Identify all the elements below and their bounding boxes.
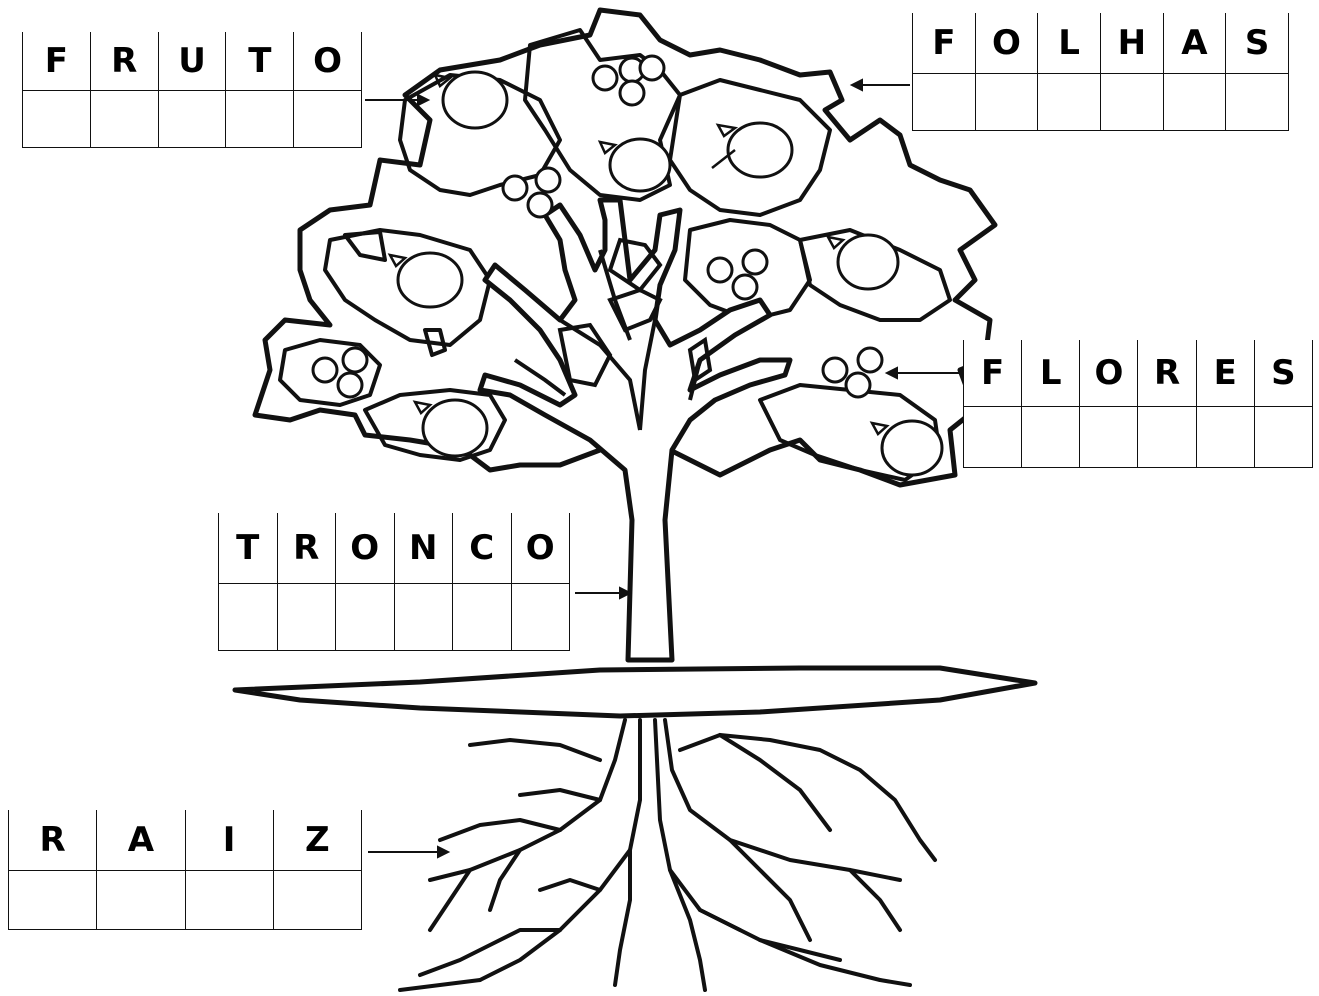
folhas-letter: L	[1038, 13, 1101, 73]
flores-letter: R	[1138, 340, 1196, 406]
raiz-answer-cell[interactable]	[185, 870, 273, 930]
flores-letter: O	[1080, 340, 1138, 406]
tronco-letter: T	[219, 513, 278, 583]
flores-letter: F	[964, 340, 1022, 406]
raiz-letter: R	[9, 810, 97, 870]
folhas-letter: O	[975, 13, 1038, 73]
raiz-letter: Z	[273, 810, 361, 870]
tronco-answer-cell[interactable]	[511, 583, 570, 651]
tronco-answer-cell[interactable]	[394, 583, 453, 651]
folhas-answer-cell[interactable]	[1226, 73, 1289, 131]
tronco-letter: R	[277, 513, 336, 583]
raiz-answer-cell[interactable]	[97, 870, 185, 930]
fruto-answer-cell[interactable]	[294, 90, 362, 148]
tronco-answer-cell[interactable]	[219, 583, 278, 651]
flores-answer-cell[interactable]	[1080, 406, 1138, 468]
folhas-answer-cell[interactable]	[1163, 73, 1226, 131]
raiz-letter: I	[185, 810, 273, 870]
folhas-answer-cell[interactable]	[913, 73, 976, 131]
flores-letter: L	[1022, 340, 1080, 406]
fruto-answer-cell[interactable]	[158, 90, 226, 148]
tronco-letter: O	[336, 513, 395, 583]
fruto-letter: F	[23, 32, 91, 90]
raiz-answer-cell[interactable]	[9, 870, 97, 930]
flores-answer-cell[interactable]	[1254, 406, 1312, 468]
fruto-letter: O	[294, 32, 362, 90]
folhas-letter: F	[913, 13, 976, 73]
flores-letter: S	[1254, 340, 1312, 406]
fruto-answer-cell[interactable]	[23, 90, 91, 148]
raiz-answer-cell[interactable]	[273, 870, 361, 930]
ground	[235, 668, 1035, 716]
flores-letter: E	[1196, 340, 1254, 406]
flores-answer-cell[interactable]	[1138, 406, 1196, 468]
fruto-letter: U	[158, 32, 226, 90]
tronco-label-box: T R O N C O	[218, 513, 570, 651]
tronco-answer-cell[interactable]	[336, 583, 395, 651]
tronco-letter: N	[394, 513, 453, 583]
fruto-label-box: F R U T O	[22, 32, 362, 148]
fruto-answer-cell[interactable]	[226, 90, 294, 148]
tronco-answer-cell[interactable]	[277, 583, 336, 651]
tronco-answer-cell[interactable]	[453, 583, 512, 651]
folhas-letter: H	[1100, 13, 1163, 73]
folhas-answer-cell[interactable]	[1100, 73, 1163, 131]
flores-answer-cell[interactable]	[1196, 406, 1254, 468]
flores-answer-cell[interactable]	[964, 406, 1022, 468]
tronco-letter: C	[453, 513, 512, 583]
fruto-letter: T	[226, 32, 294, 90]
folhas-answer-cell[interactable]	[975, 73, 1038, 131]
flores-label-box: F L O R E S	[963, 340, 1313, 468]
flores-answer-cell[interactable]	[1022, 406, 1080, 468]
fruto-answer-cell[interactable]	[90, 90, 158, 148]
folhas-letter: S	[1226, 13, 1289, 73]
raiz-label-box: R A I Z	[8, 810, 362, 930]
raiz-letter: A	[97, 810, 185, 870]
fruto-letter: R	[90, 32, 158, 90]
folhas-answer-cell[interactable]	[1038, 73, 1101, 131]
folhas-letter: A	[1163, 13, 1226, 73]
folhas-label-box: F O L H A S	[912, 13, 1289, 131]
tronco-letter: O	[511, 513, 570, 583]
